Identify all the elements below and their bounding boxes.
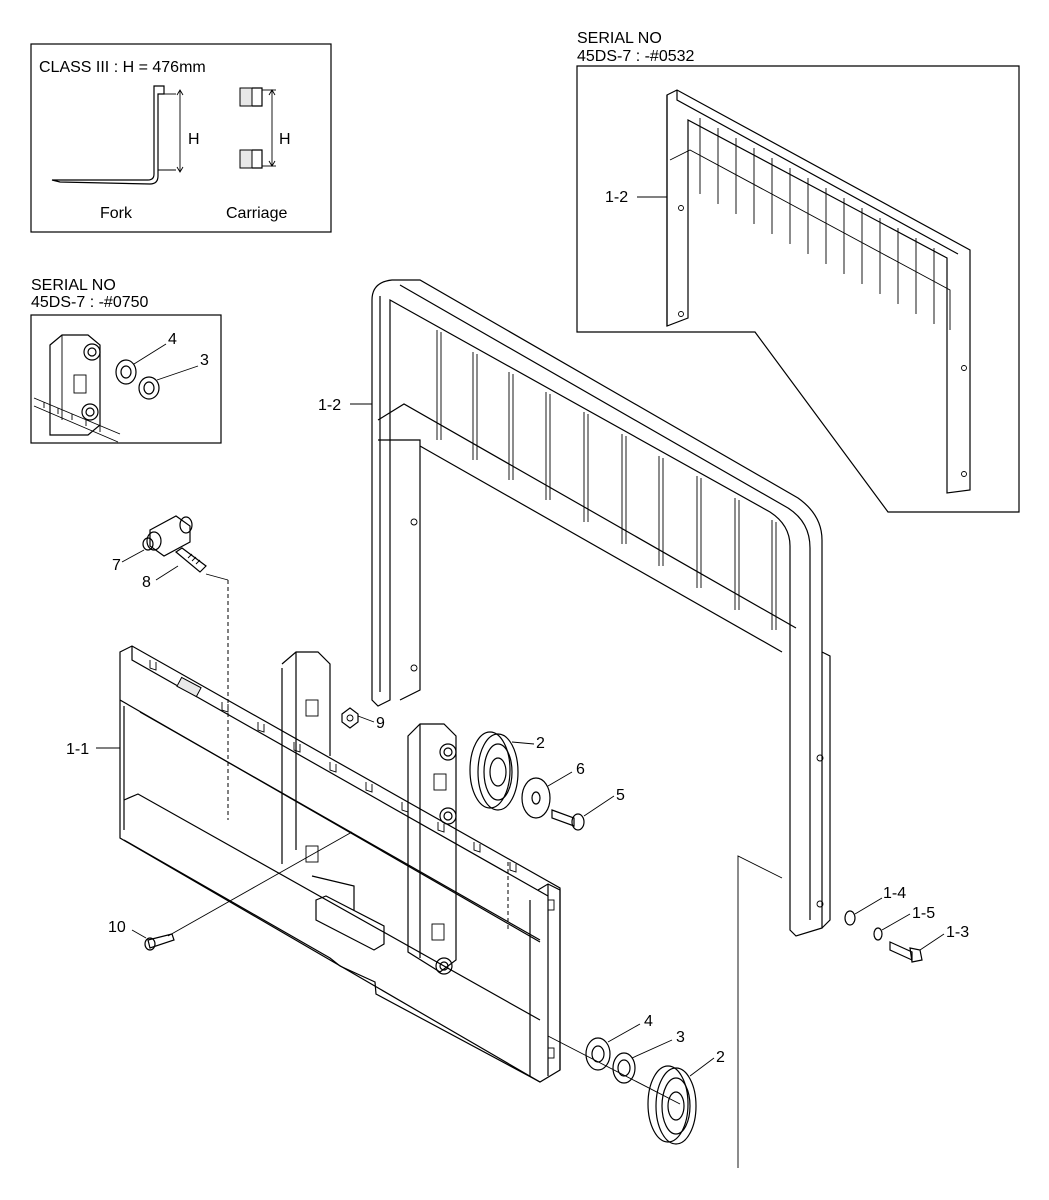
callout-roller-lower: 2 [716,1049,725,1066]
fork-dim-label: H [188,131,200,148]
lower-roller [647,1057,715,1145]
small-bolt [889,933,945,963]
serial-0532-inset: SERIAL NO 45DS-7 : -#0532 1-2 [576,30,1020,513]
upper-washer [521,771,573,819]
fork-label: Fork [100,205,133,222]
callout-backrest: 1-2 [318,397,341,414]
callout-bolt: 5 [616,787,625,804]
callout-pin: 8 [142,574,151,591]
serial-0532-callout: 1-2 [605,189,628,206]
class-inset: CLASS III : H = 476mm H H Fork Carriage [30,43,332,233]
serial-0750-frame [30,314,222,444]
serial-0750-inset: SERIAL NO 45DS-7 : -#0750 4 3 [30,277,222,444]
fork-sketch [51,85,184,185]
callout-shim-lower: 3 [676,1029,685,1046]
roller-bolt [551,795,615,831]
pin [155,547,207,581]
spring-washer [873,913,911,941]
serial-0750-callout-3: 3 [200,352,209,369]
lower-washer [585,1023,641,1071]
backrest-variant-sketch [637,89,971,494]
carriage-dim-label: H [279,131,291,148]
serial-0532-frame [576,65,1020,513]
backrest-bars [436,330,777,630]
lower-shim [612,1039,673,1084]
callout-carriage: 1-1 [66,741,89,758]
callout-washer-small: 1-4 [883,885,906,902]
screw [131,831,353,951]
serial-0532-line2: 45DS-7 : -#0532 [577,48,695,65]
small-washer [844,897,883,926]
callout-lock-knob: 7 [112,557,121,574]
serial-0532-line1: SERIAL NO [577,30,662,47]
backrest-leader [737,855,783,1168]
serial-0750-line1: SERIAL NO [31,277,116,294]
callout-nut: 9 [376,715,385,732]
callout-bolt-small: 1-3 [946,924,969,941]
carriage-notches [149,660,517,873]
callout-screw: 10 [108,919,126,936]
serial-0750-sketch [33,334,199,443]
lower-axis-line [547,1035,681,1105]
callout-roller-upper: 2 [536,735,545,752]
nut [341,707,375,729]
class-inset-title: CLASS III : H = 476mm [39,59,206,76]
load-backrest [350,279,831,937]
carriage-assembly [96,580,561,1083]
class-inset-frame [30,43,332,233]
serial-0750-line2: 45DS-7 : -#0750 [31,294,149,311]
callout-spring-washer: 1-5 [912,905,935,922]
carriage-sketch [239,87,276,169]
lock-knob [121,515,193,563]
pin-leader [205,573,229,581]
callout-washer-lower: 4 [644,1013,653,1030]
callout-washer-upper: 6 [576,761,585,778]
serial-0750-callout-4: 4 [168,331,177,348]
carriage-label: Carriage [226,205,287,222]
upper-roller [469,731,535,811]
